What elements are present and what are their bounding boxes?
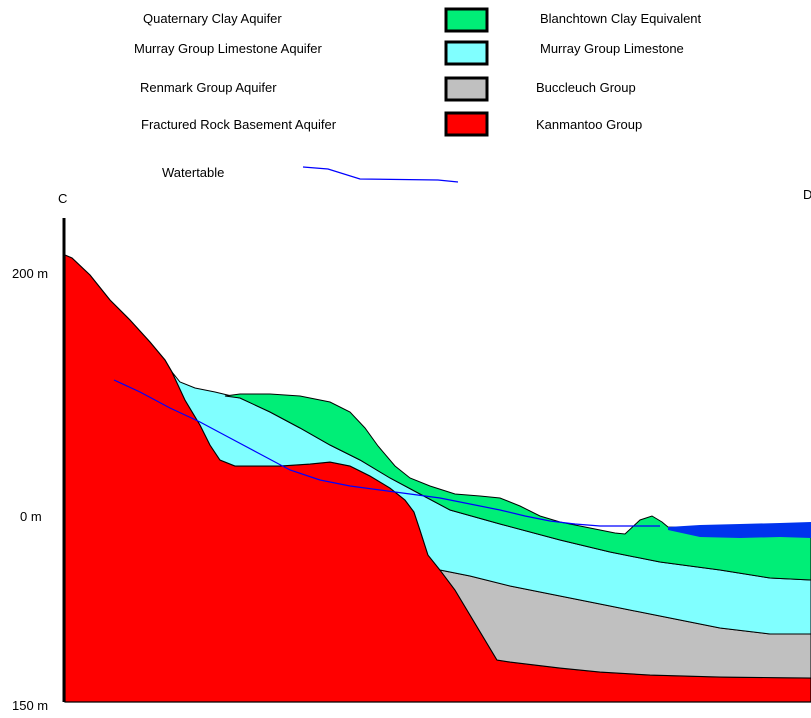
layer-blanchtown-clay — [224, 393, 811, 581]
section-watertable-line — [113, 379, 660, 527]
legend-aquifer-renmark: Renmark Group Aquifer — [140, 80, 277, 95]
surface-water-body — [668, 522, 811, 538]
legend-watertable-line — [302, 166, 459, 183]
legend-watertable-label: Watertable — [162, 165, 224, 180]
section-end-label: D — [803, 187, 811, 202]
legend-aquifer-fractured-rock: Fractured Rock Basement Aquifer — [141, 117, 337, 132]
legend-unit-murray: Murray Group Limestone — [540, 41, 684, 56]
legend-unit-blanchtown: Blanchtown Clay Equivalent — [540, 11, 702, 26]
legend-swatch-kanmantoo — [444, 111, 489, 137]
legend-unit-buccleuch: Buccleuch Group — [536, 80, 636, 95]
elevation-label-top: 200 m — [12, 266, 48, 281]
legend-aquifer-murray: Murray Group Limestone Aquifer — [134, 41, 323, 56]
section-start-label: C — [58, 191, 67, 206]
legend-swatch-blanchtown — [444, 7, 489, 33]
legend-unit-kanmantoo: Kanmantoo Group — [536, 117, 642, 132]
legend-aquifer-quaternary: Quaternary Clay Aquifer — [143, 11, 282, 26]
elevation-label-middle: 0 m — [20, 509, 42, 524]
elevation-label-bottom: 150 m — [12, 698, 48, 713]
legend-swatch-buccleuch — [444, 76, 489, 102]
legend-swatch-murray — [444, 40, 489, 66]
